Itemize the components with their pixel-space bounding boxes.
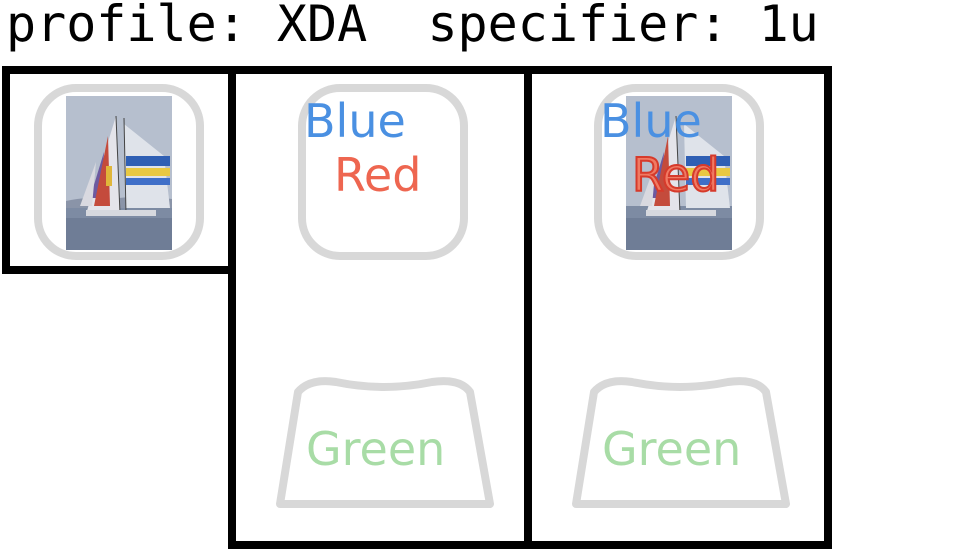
label-green-right: Green — [602, 422, 742, 476]
keycap-bottom-outline-mid — [276, 377, 494, 508]
label-blue-mid: Blue — [304, 94, 406, 148]
label-red-right: Red — [631, 148, 720, 202]
profile-label: profile: XDA — [6, 0, 368, 53]
keycap-outline-left — [34, 84, 204, 260]
header-text: profile: XDA specifier: 1u — [6, 0, 819, 54]
middle-panel: Blue Red Green — [228, 66, 534, 549]
sailboat-photo-right — [626, 96, 732, 250]
label-blue-right: Blue — [600, 94, 702, 148]
right-panel: Blue Red Green — [524, 66, 832, 549]
keycap-bottom-outline-right — [572, 377, 790, 508]
keycap-outline-mid — [298, 84, 468, 260]
keycap-outline-right — [594, 84, 764, 260]
sailboat-photo-left — [66, 96, 172, 250]
label-red-mid: Red — [334, 148, 422, 202]
sailboat-image — [66, 96, 172, 250]
label-green-mid: Green — [306, 422, 446, 476]
specifier-label: specifier: 1u — [427, 0, 819, 53]
sailboat-image — [626, 96, 732, 250]
left-panel — [2, 66, 238, 274]
